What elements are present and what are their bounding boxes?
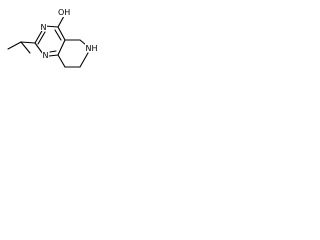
- bond-c4-c4a-double: [54, 29, 62, 41]
- bond-c4-c4a: [57, 26, 66, 41]
- bond-n3-c4: [44, 25, 59, 28]
- nitrogen-bottom-label: N: [43, 51, 49, 60]
- bond-c8-c8a: [57, 54, 66, 68]
- bond-c2-n3-double: [37, 31, 46, 45]
- bonds: [7, 15, 89, 68]
- bond-c2-n3: [34, 28, 44, 44]
- bond-n6-c7: [79, 52, 89, 68]
- bond-n1-c2: [34, 42, 44, 55]
- bond-methyl-left: [7, 41, 22, 50]
- bond-c4a-c8a: [57, 39, 66, 56]
- atom-labels: OH N N N H: [40, 7, 99, 60]
- bond-c8a-n1: [48, 54, 59, 57]
- bond-isopropyl-c2: [20, 41, 36, 44]
- bond-c4-oh: [57, 15, 65, 28]
- hydroxyl-label: OH: [58, 8, 70, 17]
- hydrogen-nh-label: H: [92, 44, 98, 53]
- bond-c8a-n1-double: [49, 50, 57, 53]
- nitrogen-top-label: N: [41, 23, 47, 32]
- nitrogen-nh-label: N: [86, 44, 92, 53]
- chemical-structure-diagram: OH N N N H: [7, 7, 99, 68]
- bond-methyl-right: [20, 41, 31, 54]
